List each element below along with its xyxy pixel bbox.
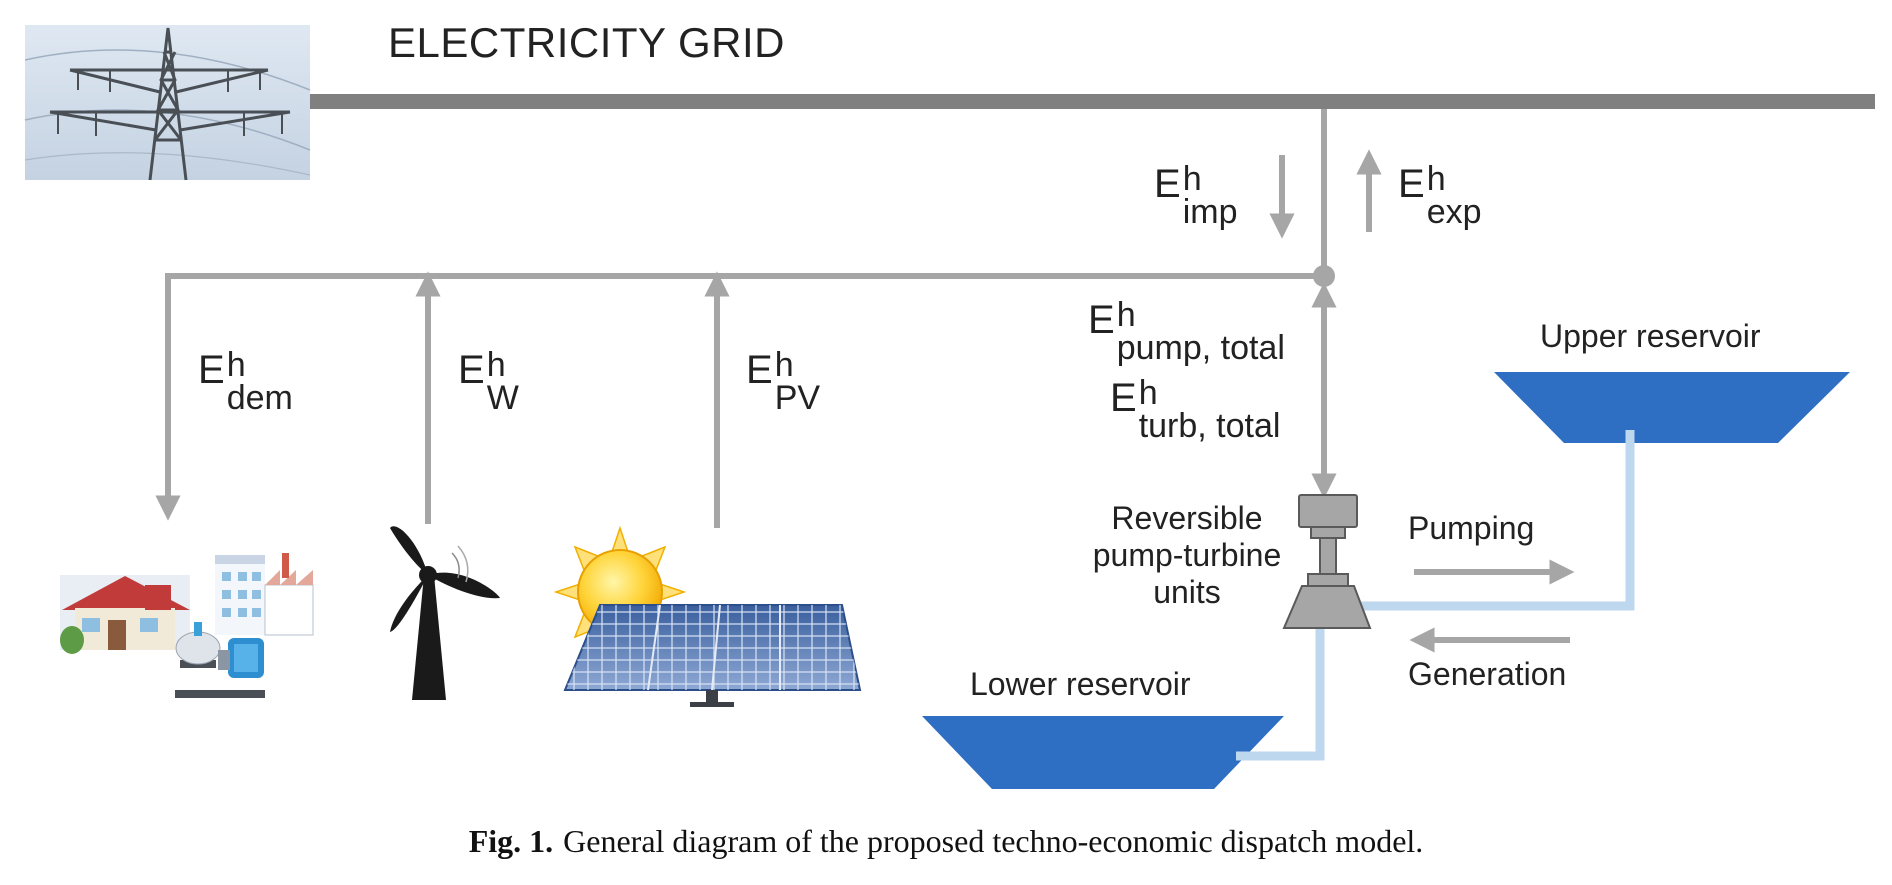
figure-caption: Fig. 1.General diagram of the proposed t…: [0, 823, 1892, 860]
caption-label: Fig. 1.: [468, 823, 554, 859]
distribution-bus: [155, 109, 1337, 528]
solar-panel-icon: [563, 604, 862, 707]
pump-turbine-icon: [1282, 494, 1372, 629]
water-pipe: [1236, 430, 1635, 761]
pump-turbine-label: Reversible pump-turbine units: [1092, 500, 1282, 610]
grid-bus-bar: [310, 94, 1875, 109]
grid-title: ELECTRICITY GRID: [388, 19, 785, 66]
lower-reservoir-label: Lower reservoir: [970, 666, 1191, 702]
lower-reservoir-basin: [922, 716, 1284, 789]
connection-node: [1313, 265, 1335, 287]
pumping-label: Pumping: [1408, 510, 1535, 546]
upper-reservoir-basin: [1494, 372, 1850, 443]
wind-turbine-icon: [390, 526, 500, 700]
caption-text: General diagram of the proposed techno-e…: [563, 823, 1424, 859]
upper-reservoir-label: Upper reservoir: [1540, 318, 1761, 354]
houses-factory-pump-icon: [60, 553, 314, 698]
generation-label: Generation: [1408, 656, 1567, 692]
transmission-tower-icon: [24, 25, 311, 181]
